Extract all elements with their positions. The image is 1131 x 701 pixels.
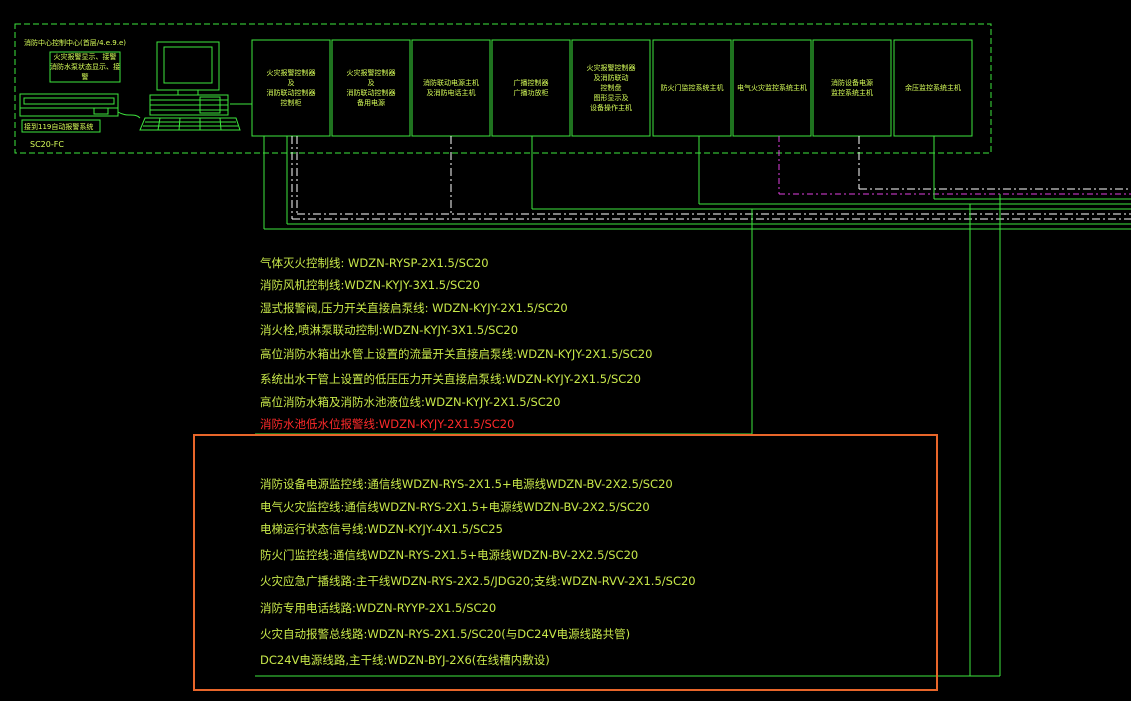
module-label: 火灾报警控制器 及 消防联动控制器 备用电源 <box>346 69 396 107</box>
cable-spec-line: 电梯运行状态信号线:WDZN-KYJY-4X1.5/SC25 <box>260 522 503 536</box>
cable-spec-line: 消防风机控制线:WDZN-KYJY-3X1.5/SC20 <box>260 278 480 292</box>
lower-legend-frame <box>193 434 938 691</box>
control-room-title: 消防中心控制中心(首层/4.e.9.e) <box>24 39 127 47</box>
module-label: 广播控制器 广播功放柜 <box>513 79 549 97</box>
module-box <box>893 39 973 137</box>
module-box <box>732 39 812 137</box>
bus-lines <box>255 136 1131 677</box>
cable-spec-line: 消防水池低水位报警线:WDZN-KYJY-2X1.5/SC20 <box>260 417 515 431</box>
link-119-box <box>21 119 101 133</box>
module-label: 电气火灾监控系统主机 <box>737 84 807 92</box>
monitor-info-text: 火灾报警显示、接警 消防水泵状态显示、接警 <box>50 53 120 81</box>
cable-spec-line: 火灾应急广播线路:主干线WDZN-RYS-2X2.5/JDG20;支线:WDZN… <box>260 574 696 588</box>
cable-spec-line: DC24V电源线路,主干线:WDZN-BYJ-2X6(在线槽内敷设) <box>260 653 550 667</box>
module-label: 消防设备电源 监控系统主机 <box>831 79 873 97</box>
module-label: 防火门监控系统主机 <box>660 84 724 92</box>
link-119-text: 接到119自动报警系统 <box>24 123 94 131</box>
cable-spec-line: 系统出水干管上设置的低压压力开关直接启泵线:WDZN-KYJY-2X1.5/SC… <box>260 372 641 386</box>
monitor-info-box <box>49 51 121 83</box>
cable-spec-line: 高位消防水箱及消防水池液位线:WDZN-KYJY-2X1.5/SC20 <box>260 395 561 409</box>
module-label: 余压监控系统主机 <box>905 84 961 92</box>
module-label: 火灾报警控制器 及消防联动 控制盘 图形显示及 设备操作主机 <box>586 64 636 112</box>
cable-spec-line: 消防设备电源监控线:通信线WDZN-RYS-2X1.5+电源线WDZN-BV-2… <box>260 477 673 491</box>
module-label: 消防联动电源主机 及消防电话主机 <box>423 79 479 97</box>
module-box <box>491 39 571 137</box>
alarm-link-device-icon <box>19 93 141 119</box>
cable-spec-line: 高位消防水箱出水管上设置的流量开关直接启泵线:WDZN-KYJY-2X1.5/S… <box>260 347 653 361</box>
module-box <box>812 39 892 137</box>
cable-spec-line: 防火门监控线:通信线WDZN-RYS-2X1.5+电源线WDZN-BV-2X2.… <box>260 548 639 562</box>
module-box <box>251 39 331 137</box>
module-box <box>331 39 411 137</box>
cable-spec-line: 火灾自动报警总线路:WDZN-RYS-2X1.5/SC20(与DC24V电源线路… <box>260 627 631 641</box>
cable-spec-line: 消防专用电话线路:WDZN-RYYP-2X1.5/SC20 <box>260 601 497 615</box>
module-box <box>652 39 732 137</box>
cable-spec-line: 电气火灾监控线:通信线WDZN-RYS-2X1.5+电源线WDZN-BV-2X2… <box>260 500 650 514</box>
module-label: 火灾报警控制器 及 消防联动控制器 控制柜 <box>266 69 316 107</box>
cable-spec-line: 气体灭火控制线: WDZN-RYSP-2X1.5/SC20 <box>260 256 489 270</box>
module-box <box>571 39 651 137</box>
computer-workstation-icon <box>139 41 241 131</box>
conduit-label: SC20-FC <box>30 140 64 149</box>
cable-spec-line: 消火栓,喷淋泵联动控制:WDZN-KYJY-3X1.5/SC20 <box>260 323 519 337</box>
module-boxes <box>251 39 973 137</box>
control-room-boundary <box>14 23 992 154</box>
cable-spec-line: 湿式报警阀,压力开关直接启泵线: WDZN-KYJY-2X1.5/SC20 <box>260 301 568 315</box>
